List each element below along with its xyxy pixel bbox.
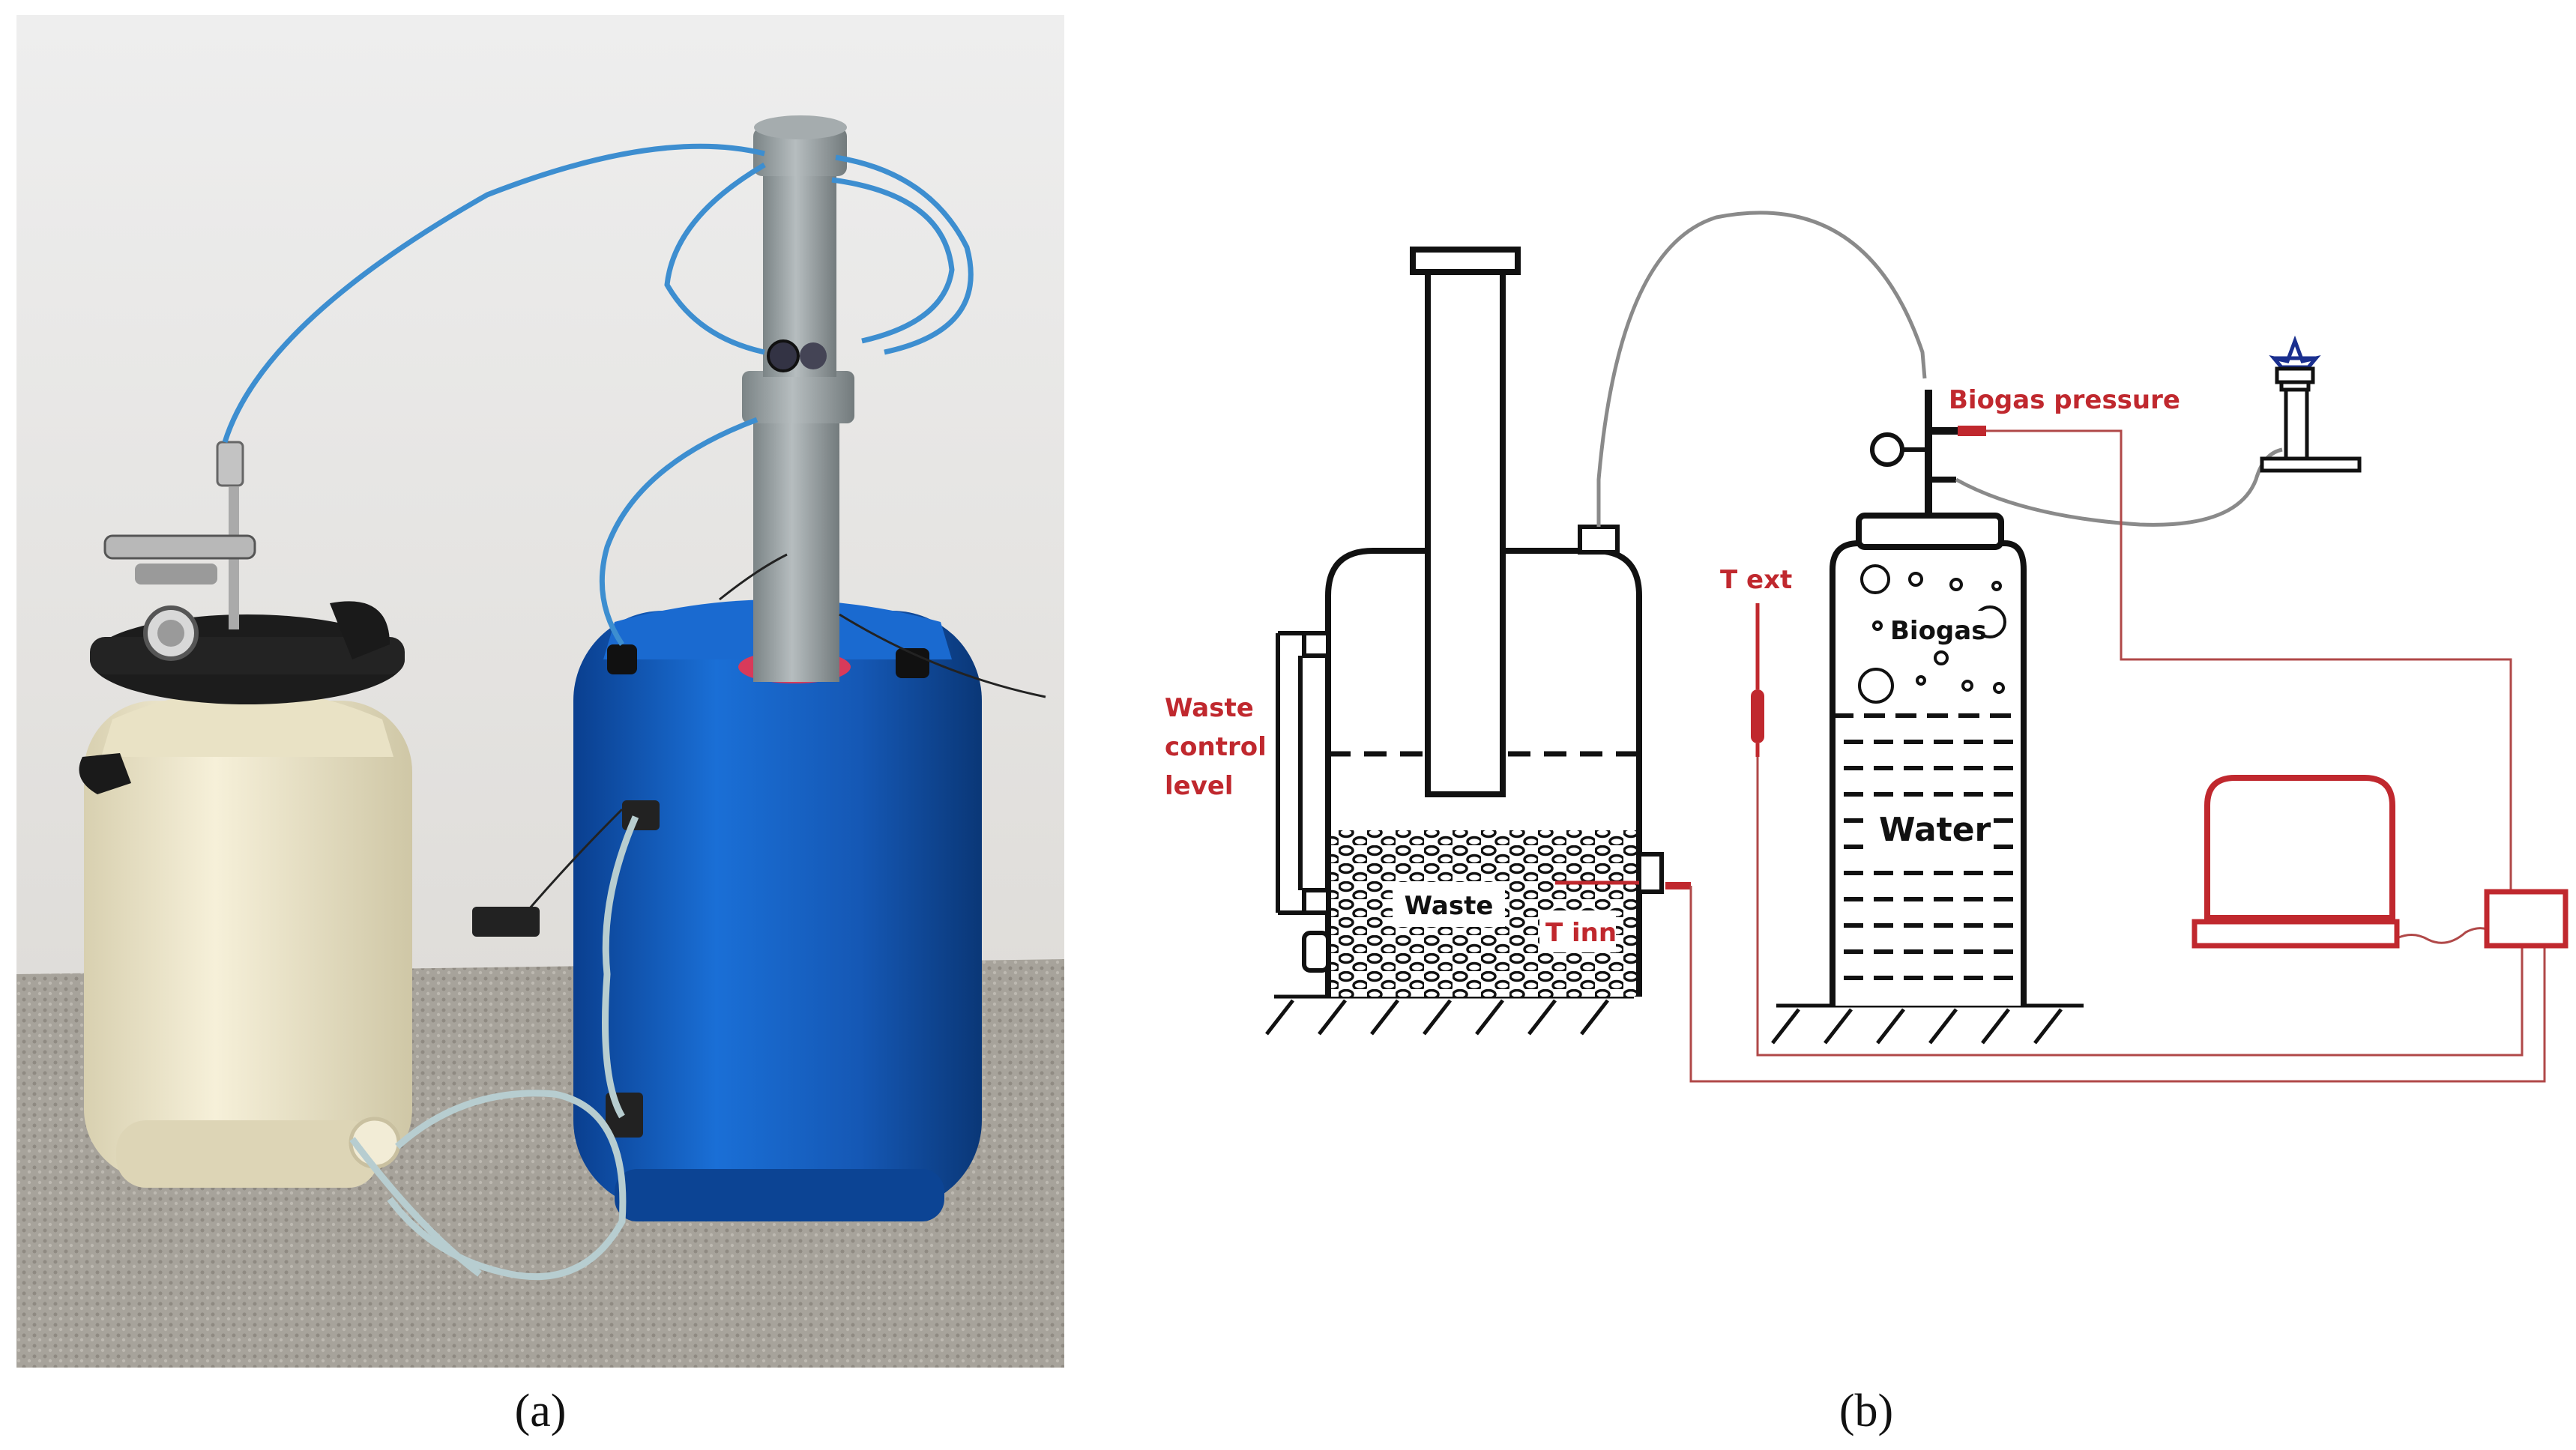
digester-ground xyxy=(1265,994,1634,1036)
caption-b: (b) xyxy=(1839,1386,1893,1437)
transparent-tubes xyxy=(349,815,639,1281)
water-label-box xyxy=(1874,806,1990,851)
data-wiring xyxy=(1689,429,2546,1083)
waste-control-level-line-3: level xyxy=(1165,771,1234,801)
feed-pipe xyxy=(1410,247,1521,797)
t-ext-label: T ext xyxy=(1720,565,1792,595)
laptop-icon xyxy=(2192,775,2400,949)
gasholder-ground xyxy=(1771,1003,2084,1045)
gray-pipe xyxy=(742,115,854,682)
sensor-connector xyxy=(472,907,540,937)
pressure-gauge xyxy=(1870,432,1904,467)
sensor-wires xyxy=(523,553,1046,915)
waste-label-box xyxy=(1393,882,1505,927)
gasholder-cap xyxy=(1856,513,2004,550)
t-inn-label-box xyxy=(1539,910,1616,952)
pressure-sensor xyxy=(1958,426,1986,436)
white-tank-valves xyxy=(103,441,256,629)
waste-control-level-line-1: Waste xyxy=(1165,693,1254,723)
gasholder-tank xyxy=(1830,513,2027,1006)
drain-valve xyxy=(1302,931,1330,973)
flame-icon xyxy=(2269,335,2321,369)
biogas-pressure-label: Biogas pressure xyxy=(1949,385,2180,415)
panel-a-photo xyxy=(16,15,1064,1368)
waste-control-level-line-2: control xyxy=(1165,732,1267,762)
burner-tube xyxy=(1955,447,2283,527)
caption-a: (a) xyxy=(515,1386,567,1437)
panel-b-diagram: Waste control level Waste T inn T ext Bi… xyxy=(1165,211,2569,1083)
t-inn-connector xyxy=(1665,882,1691,889)
blue-tank xyxy=(573,599,982,1221)
t-inn-label: T inn xyxy=(1545,918,1617,948)
t-inn-port xyxy=(1637,852,1664,894)
biogas-label-box xyxy=(1885,611,1982,648)
blue-tubing xyxy=(222,143,974,646)
waste-control-level-label: Waste control level xyxy=(1165,693,1267,801)
t-ext-sensor xyxy=(1751,603,1764,757)
data-logger xyxy=(2484,889,2569,949)
waste-label: Waste xyxy=(1405,891,1494,921)
sight-glass xyxy=(1276,631,1330,973)
burner xyxy=(2260,335,2362,473)
gasholder-valve xyxy=(1870,390,1986,517)
biogas-label: Biogas xyxy=(1890,616,1986,646)
water-label: Water xyxy=(1879,811,1991,849)
gas-outlet xyxy=(1578,525,1620,555)
gas-tube xyxy=(1596,211,1927,527)
